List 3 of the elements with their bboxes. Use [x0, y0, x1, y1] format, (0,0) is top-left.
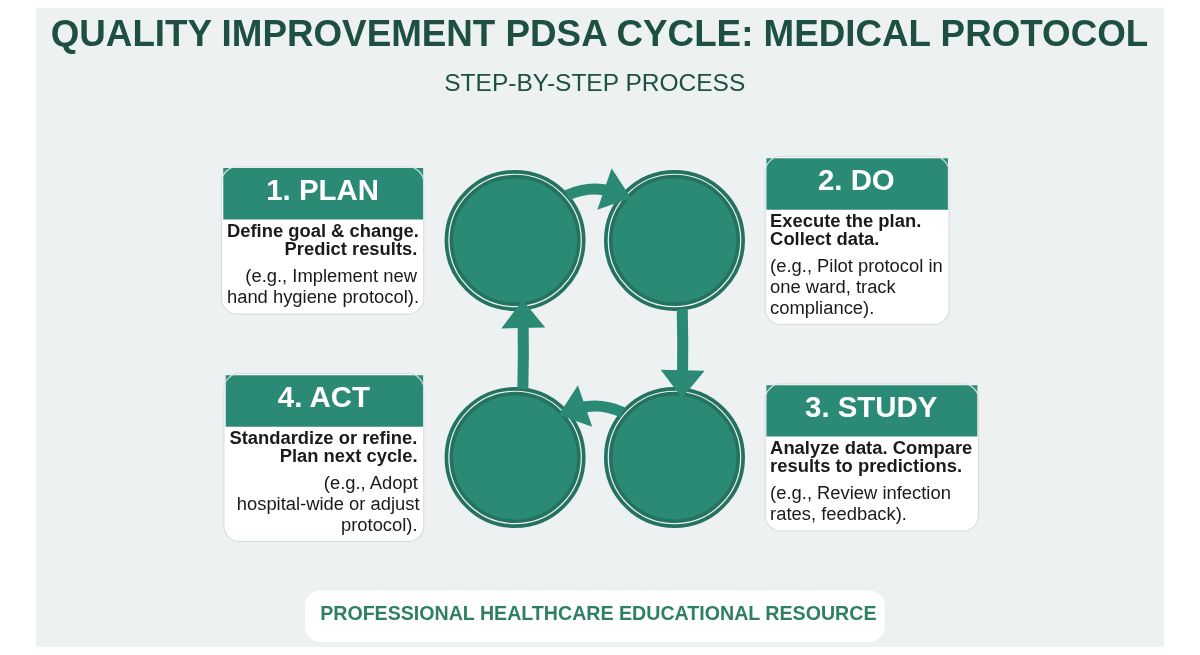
diagram-title: QUALITY IMPROVEMENT PDSA CYCLE: MEDICAL PROTOCOL — [50, 13, 1149, 55]
label: PROFESSIONAL HEALTHCARE EDUCATIONAL RESOURCE — [320, 601, 877, 624]
label: STEP-BY-STEP PROCESS — [444, 69, 746, 97]
